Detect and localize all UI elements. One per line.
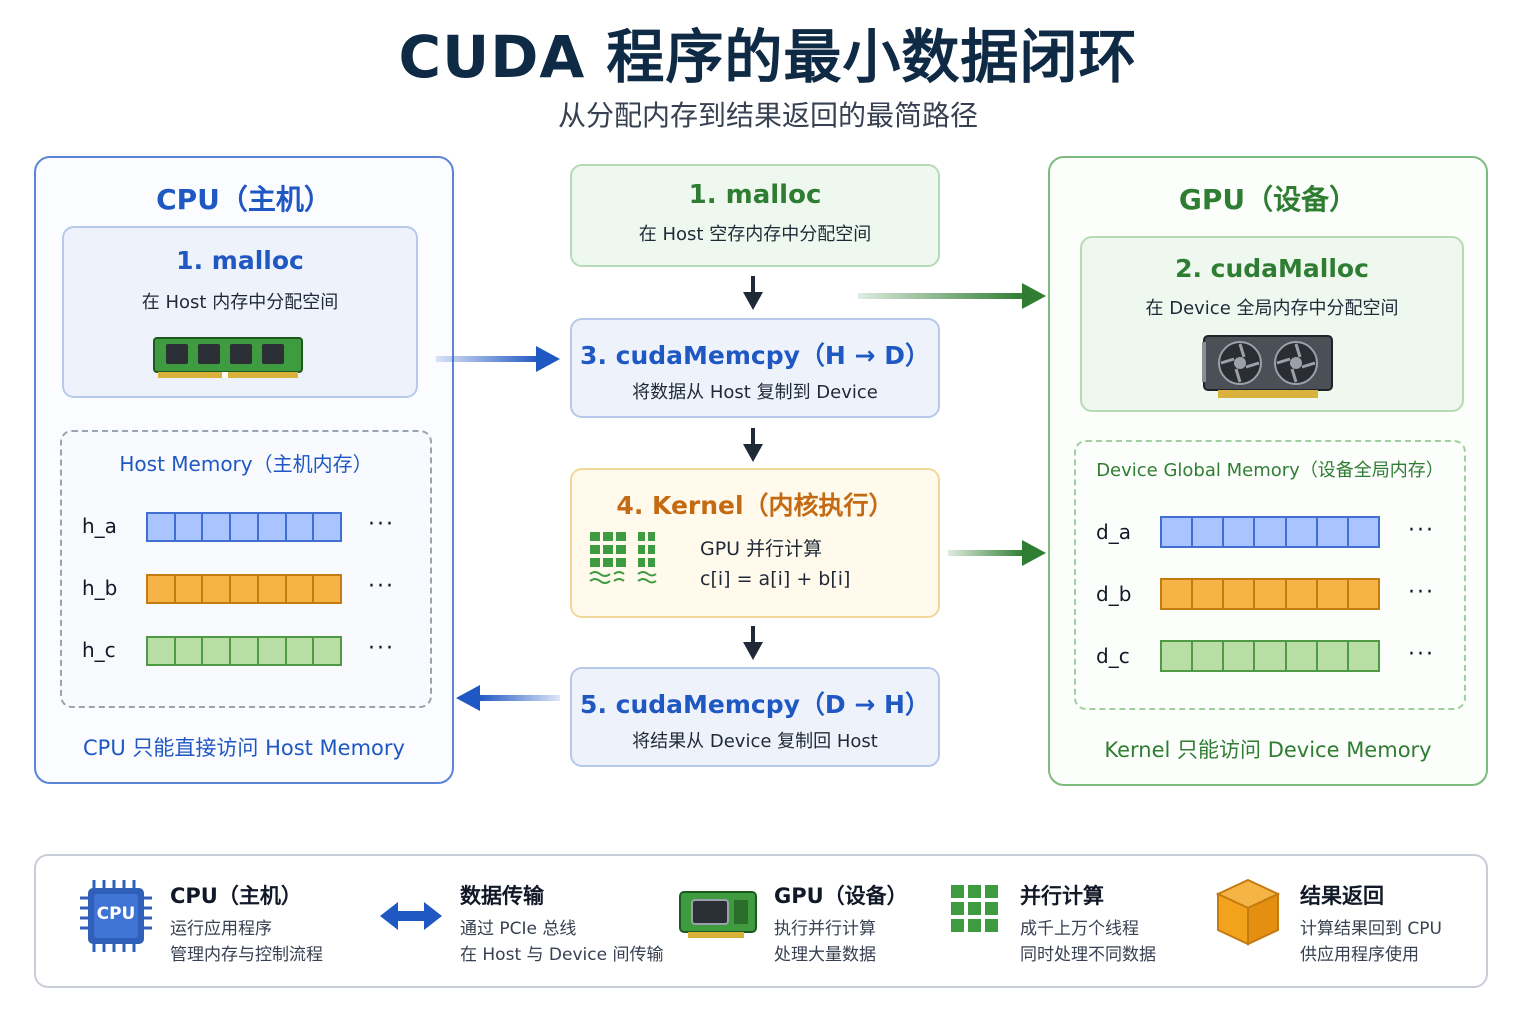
thread-grid-icon — [589, 532, 657, 584]
device-memory-title: Device Global Memory（设备全局内存） — [1096, 460, 1444, 481]
h-b-label: h_b — [82, 576, 118, 600]
page-title: CUDA 程序的最小数据闭环 — [398, 23, 1138, 91]
d-b-array — [1160, 578, 1380, 610]
cpu-chip-icon — [80, 880, 152, 952]
d-a-label: d_a — [1096, 520, 1131, 544]
d-b-label: d_b — [1096, 582, 1132, 606]
d-c-ellipsis: ··· — [1408, 642, 1435, 667]
cpu-malloc-title: 1. malloc — [176, 246, 304, 275]
legend-cpu-line1: 运行应用程序 — [170, 919, 272, 939]
cpu-malloc-sub: 在 Host 内存中分配空间 — [141, 292, 339, 313]
cpu-malloc-card: 1. malloc 在 Host 内存中分配空间 — [62, 226, 418, 398]
double-arrow-icon — [380, 902, 442, 930]
host-memory-title: Host Memory（主机内存） — [119, 452, 373, 476]
d-c-label: d_c — [1096, 644, 1130, 668]
legend-cpu-title: CPU（主机） — [170, 884, 302, 908]
d-c-array — [1160, 640, 1380, 672]
cpu-panel: CPU（主机） 1. malloc 在 Host 内存中分配空间 Host Me… — [34, 156, 454, 784]
legend-parallel-title: 并行计算 — [1020, 884, 1104, 908]
gpu-board-icon — [679, 891, 757, 938]
gpu-cudamalloc-card: 2. cudaMalloc 在 Device 全局内存中分配空间 — [1080, 236, 1464, 412]
cpu-panel-footer: CPU 只能直接访问 Host Memory — [83, 736, 405, 760]
legend-gpu-title: GPU（设备） — [774, 884, 908, 908]
gpu-cudamalloc-title: 2. cudaMalloc — [1175, 254, 1369, 283]
step-5-title: 5. cudaMemcpy（D → H） — [580, 690, 930, 719]
legend-transfer-line2: 在 Host 与 Device 间传输 — [460, 945, 664, 965]
ram-stick-icon — [153, 337, 303, 378]
arrow-step5-to-host — [456, 685, 560, 711]
cube-icon — [1216, 878, 1280, 946]
legend-cpu-line2: 管理内存与控制流程 — [170, 945, 323, 965]
gpu-card-icon — [1202, 335, 1333, 398]
legend-gpu-line2: 处理大量数据 — [774, 945, 876, 965]
h-b-array — [146, 574, 342, 604]
d-a-ellipsis: ··· — [1408, 518, 1435, 543]
down-arrow-3 — [743, 626, 763, 660]
h-a-ellipsis: ··· — [368, 512, 395, 537]
h-c-label: h_c — [82, 638, 116, 662]
step-3-title: 3. cudaMemcpy（H → D） — [580, 341, 930, 370]
step-4-line2: c[i] = a[i] + b[i] — [700, 568, 851, 590]
down-arrow-2 — [743, 428, 763, 462]
legend: CPU CPU（主机） 运行应用程序 管理内存与控制流程 数据传输 通过 PCI… — [34, 854, 1488, 988]
cpu-chip-label: CPU — [96, 904, 136, 924]
down-arrow-1 — [743, 276, 763, 310]
step-3-card: 3. cudaMemcpy（H → D） 将数据从 Host 复制到 Devic… — [570, 318, 940, 418]
legend-transfer-title: 数据传输 — [460, 884, 544, 908]
h-a-array — [146, 512, 342, 542]
cpu-panel-title: CPU（主机） — [156, 183, 332, 216]
d-a-array — [1160, 516, 1380, 548]
step-4-title: 4. Kernel（内核执行） — [616, 491, 894, 520]
arrow-host-to-step3 — [436, 346, 560, 372]
step-1-card: 1. malloc 在 Host 空存内存中分配空间 — [570, 164, 940, 267]
step-1-title: 1. malloc — [688, 180, 822, 210]
legend-result-line2: 供应用程序使用 — [1300, 945, 1419, 965]
device-memory-box: Device Global Memory（设备全局内存） d_a ··· d_b… — [1074, 440, 1466, 710]
gpu-cudamalloc-sub: 在 Device 全局内存中分配空间 — [1145, 298, 1399, 319]
legend-parallel-line1: 成千上万个线程 — [1020, 919, 1139, 939]
h-c-array — [146, 636, 342, 666]
step-3-sub: 将数据从 Host 复制到 Device — [632, 382, 878, 403]
gpu-panel: GPU（设备） 2. cudaMalloc 在 Device 全局内存中分配空间… — [1048, 156, 1488, 786]
step-5-card: 5. cudaMemcpy（D → H） 将结果从 Device 复制回 Hos… — [570, 667, 940, 767]
gpu-panel-footer: Kernel 只能访问 Device Memory — [1104, 738, 1432, 762]
page-subtitle: 从分配内存到结果返回的最简路径 — [557, 99, 978, 132]
step-5-sub: 将结果从 Device 复制回 Host — [632, 731, 878, 752]
h-a-label: h_a — [82, 514, 117, 538]
h-c-ellipsis: ··· — [368, 636, 395, 661]
step-4-card: 4. Kernel（内核执行） GPU 并行计算 c[i] = a[i] + b… — [570, 468, 940, 618]
h-b-ellipsis: ··· — [368, 574, 395, 599]
legend-result-line1: 计算结果回到 CPU — [1300, 919, 1442, 939]
d-b-ellipsis: ··· — [1408, 580, 1435, 605]
arrow-kernel-to-gpu — [948, 540, 1046, 566]
legend-transfer-line1: 通过 PCIe 总线 — [460, 919, 577, 939]
gpu-panel-title: GPU（设备） — [1178, 183, 1358, 216]
host-memory-box: Host Memory（主机内存） h_a ··· h_b ··· h_c ··… — [60, 430, 432, 708]
arrow-to-gpu-malloc — [858, 283, 1046, 309]
step-1-sub: 在 Host 空存内存中分配空间 — [638, 224, 872, 245]
grid-icon — [951, 885, 998, 932]
legend-result-title: 结果返回 — [1300, 884, 1384, 908]
legend-parallel-line2: 同时处理不同数据 — [1020, 945, 1156, 965]
legend-gpu-line1: 执行并行计算 — [774, 919, 876, 939]
step-4-line1: GPU 并行计算 — [700, 538, 823, 560]
